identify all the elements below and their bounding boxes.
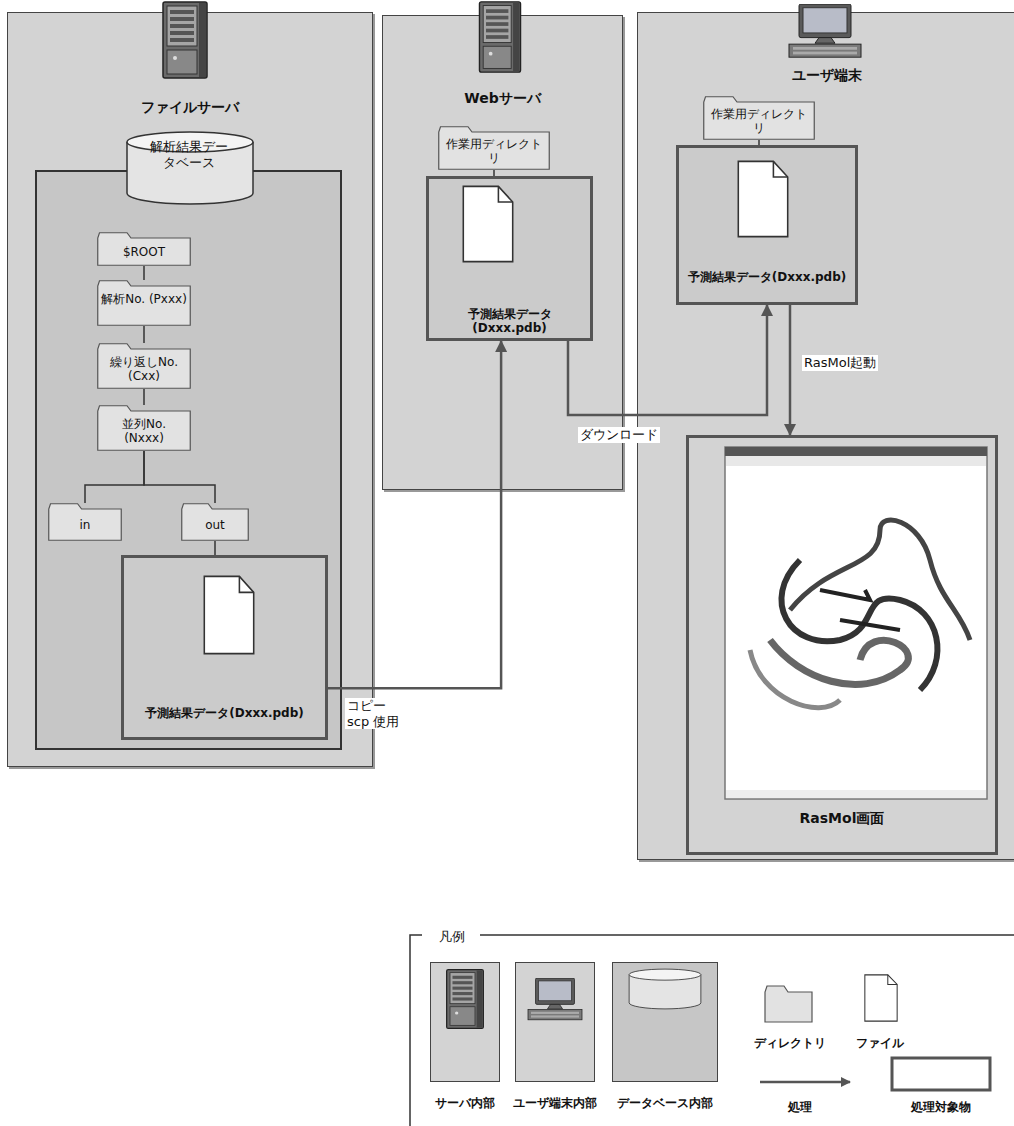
directory-name: 作業用ディレクトリ — [438, 137, 550, 166]
node-label: 予測結果データ(Dxxx.pdb) — [679, 270, 855, 284]
directory-name: out — [181, 518, 249, 532]
node-label: 解析結果データベース — [145, 139, 233, 170]
directory-name: 作業用ディレクトリ — [703, 107, 815, 136]
directory-folder: out — [181, 503, 249, 541]
legend-swatch — [515, 962, 595, 1082]
database-area: 解析結果データベース$ROOT解析No. (Pxxx)繰り返しNo. (Cxx)… — [35, 170, 342, 750]
tree-line — [144, 451, 215, 503]
legend-text: ユーザ端末内部 — [513, 1096, 597, 1110]
directory-folder: $ROOT — [97, 232, 191, 266]
directory-folder: in — [48, 503, 122, 541]
directory-name: 繰り返しNo. (Cxx) — [97, 355, 191, 384]
legend-text-holder: サーバ内部 — [415, 1092, 515, 1111]
tree-line — [214, 541, 216, 555]
edge-label: ダウンロード — [578, 427, 660, 443]
legend-text-holder: ユーザ端末内部 — [500, 1092, 610, 1111]
legend-swatch — [430, 962, 500, 1082]
tree-line — [143, 389, 145, 405]
edge-label-holder: コピー scp 使用 — [345, 698, 407, 730]
legend-text: 処理対象物 — [911, 1100, 971, 1114]
panel-title: Webサーバ — [383, 90, 622, 107]
node-label: RasMol画面 — [689, 810, 995, 827]
legend-text: 処理 — [788, 1100, 812, 1114]
tree-line — [143, 326, 145, 343]
legend-text-holder: ディレクトリ — [740, 1032, 840, 1051]
legend-text: ファイル — [856, 1036, 904, 1050]
rasmol-screenshot — [725, 447, 987, 799]
edge-label-holder: RasMol起動 — [802, 352, 902, 371]
tree-line — [493, 170, 495, 176]
tree-line — [758, 140, 760, 145]
server-panel: ファイルサーバ解析結果データベース $ROOT 解析No. (Pxxx) 繰り返しNo… — [7, 12, 373, 767]
directory-name: 解析No. (Pxxx) — [97, 292, 191, 306]
edge-label-holder: ダウンロード — [578, 424, 678, 443]
directory-name: $ROOT — [97, 245, 191, 259]
legend-text-holder: ファイル — [835, 1032, 925, 1051]
directory-folder: 作業用ディレクトリ — [438, 126, 550, 170]
screen-box: RasMol画面 — [686, 435, 998, 855]
tree-line — [143, 266, 145, 280]
legend-heading: 凡例 — [437, 929, 467, 945]
legend-swatch — [612, 962, 718, 1082]
process-arrow — [328, 341, 501, 688]
directory-name: in — [48, 518, 122, 532]
server-panel: Webサーバ作業用ディレクトリ予測結果データ(Dxxx.pdb) — [382, 15, 623, 490]
legend-text: データベース内部 — [617, 1096, 713, 1110]
terminal-panel: ユーザ端末作業用ディレクトリ予測結果データ(Dxxx.pdb) RasMol画面 — [637, 12, 1014, 860]
node-label: 予測結果データ(Dxxx.pdb) — [124, 706, 325, 720]
directory-name: 並列No. (Nxxx) — [97, 417, 191, 446]
edge-label: RasMol起動 — [802, 355, 878, 371]
directory-folder: 並列No. (Nxxx) — [97, 405, 191, 451]
panel-title: ファイルサーバ — [8, 99, 372, 116]
directory-folder: 繰り返しNo. (Cxx) — [97, 343, 191, 389]
file-box: 予測結果データ(Dxxx.pdb) — [121, 555, 328, 740]
directory-folder: 解析No. (Pxxx) — [97, 280, 191, 326]
legend-text: ディレクトリ — [754, 1036, 826, 1050]
legend-text: サーバ内部 — [435, 1096, 495, 1110]
panel-title: ユーザ端末 — [638, 67, 1014, 84]
legend-text-holder: データベース内部 — [605, 1092, 725, 1111]
directory-folder: 作業用ディレクトリ — [703, 96, 815, 140]
process-arrow — [789, 305, 792, 435]
legend-text-holder: 処理 — [760, 1096, 840, 1115]
file-box: 予測結果データ(Dxxx.pdb) — [676, 145, 858, 305]
file-box: 予測結果データ(Dxxx.pdb) — [426, 176, 593, 341]
tree-line — [85, 451, 144, 503]
legend-text-holder: 処理対象物 — [880, 1096, 1002, 1115]
legend-heading-holder: 凡例 — [424, 926, 480, 945]
edge-label: コピー scp 使用 — [345, 698, 407, 729]
node-label: 予測結果データ(Dxxx.pdb) — [429, 307, 590, 336]
process-arrow — [568, 305, 767, 415]
